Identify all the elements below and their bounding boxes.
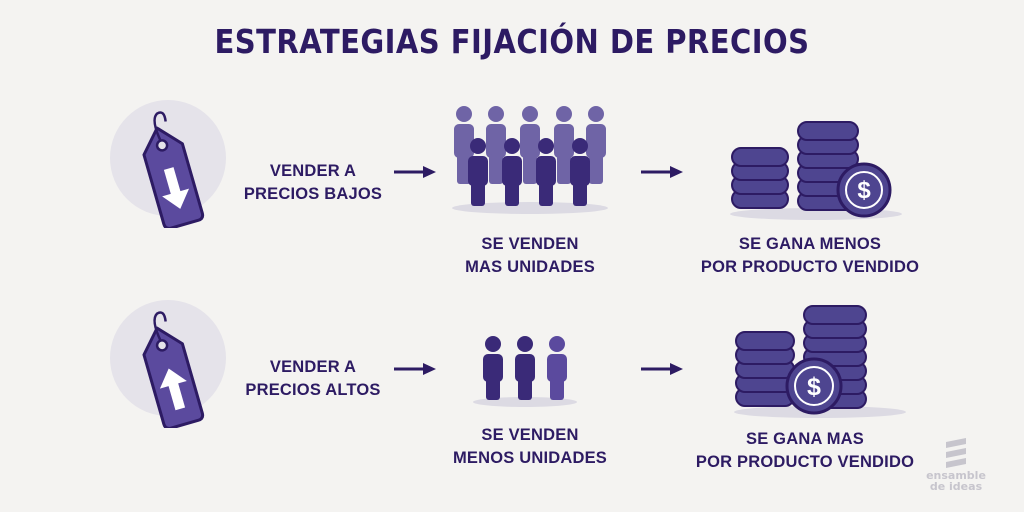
- coin-symbol: $: [857, 177, 871, 204]
- margin-label-less: SE GANA MENOS POR PRODUCTO VENDIDO: [700, 235, 920, 276]
- people-small-group-icon: [473, 336, 577, 407]
- page-title: ESTRATEGIAS FIJACIÓN DE PRECIOS: [214, 22, 810, 61]
- ensamble-logo-icon: [946, 438, 966, 468]
- coin-stacks-icon: $: [734, 305, 906, 418]
- arrow-right-icon: [394, 363, 436, 375]
- units-label-more: SE VENDEN MAS UNIDADES: [465, 235, 595, 276]
- arrow-right-icon: [641, 363, 683, 375]
- price-tag-up-icon: [110, 300, 226, 428]
- strategy-label-high: VENDER A PRECIOS ALTOS: [245, 358, 381, 399]
- units-label-less: SE VENDEN MENOS UNIDADES: [452, 426, 608, 467]
- price-tag-down-icon: [110, 100, 226, 228]
- arrow-right-icon: [394, 166, 436, 178]
- strategy-label-low: VENDER A PRECIOS BAJOS: [243, 162, 383, 203]
- coin-symbol: $: [807, 373, 821, 401]
- coin-stacks-icon: $: [730, 121, 902, 220]
- margin-label-more: SE GANA MAS POR PRODUCTO VENDIDO: [695, 430, 915, 471]
- arrow-right-icon: [641, 166, 683, 178]
- people-crowd-icon: [452, 106, 608, 214]
- watermark: ensamble de ideas: [926, 469, 986, 493]
